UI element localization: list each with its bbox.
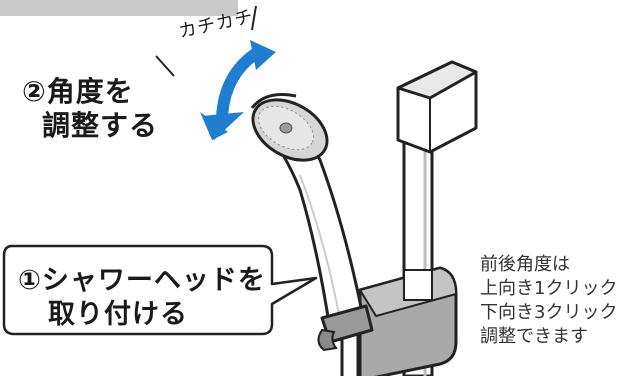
note-line1: 前後角度は bbox=[480, 254, 570, 275]
note-line4: 調整できます bbox=[480, 326, 588, 347]
note-line2: 上向き1クリック bbox=[480, 278, 618, 299]
step1-title-line1: ①シャワーヘッドを bbox=[18, 265, 266, 296]
step2-title-line1: ②角度を bbox=[22, 75, 134, 108]
sound-mark-left bbox=[155, 55, 175, 77]
header-bar bbox=[0, 0, 238, 16]
callout-bubble bbox=[2, 244, 318, 336]
note-line3: 下向き3クリック bbox=[480, 302, 618, 323]
rotate-arrow bbox=[200, 40, 276, 140]
holder-bracket bbox=[358, 266, 458, 376]
shower-handle bbox=[262, 126, 374, 352]
step2-title-line2: 調整する bbox=[42, 109, 159, 142]
shower-head bbox=[250, 93, 329, 162]
step1-title-line2: 取り付ける bbox=[48, 299, 188, 330]
sound-mark-right bbox=[251, 5, 257, 31]
rail-top-cap bbox=[396, 60, 478, 154]
